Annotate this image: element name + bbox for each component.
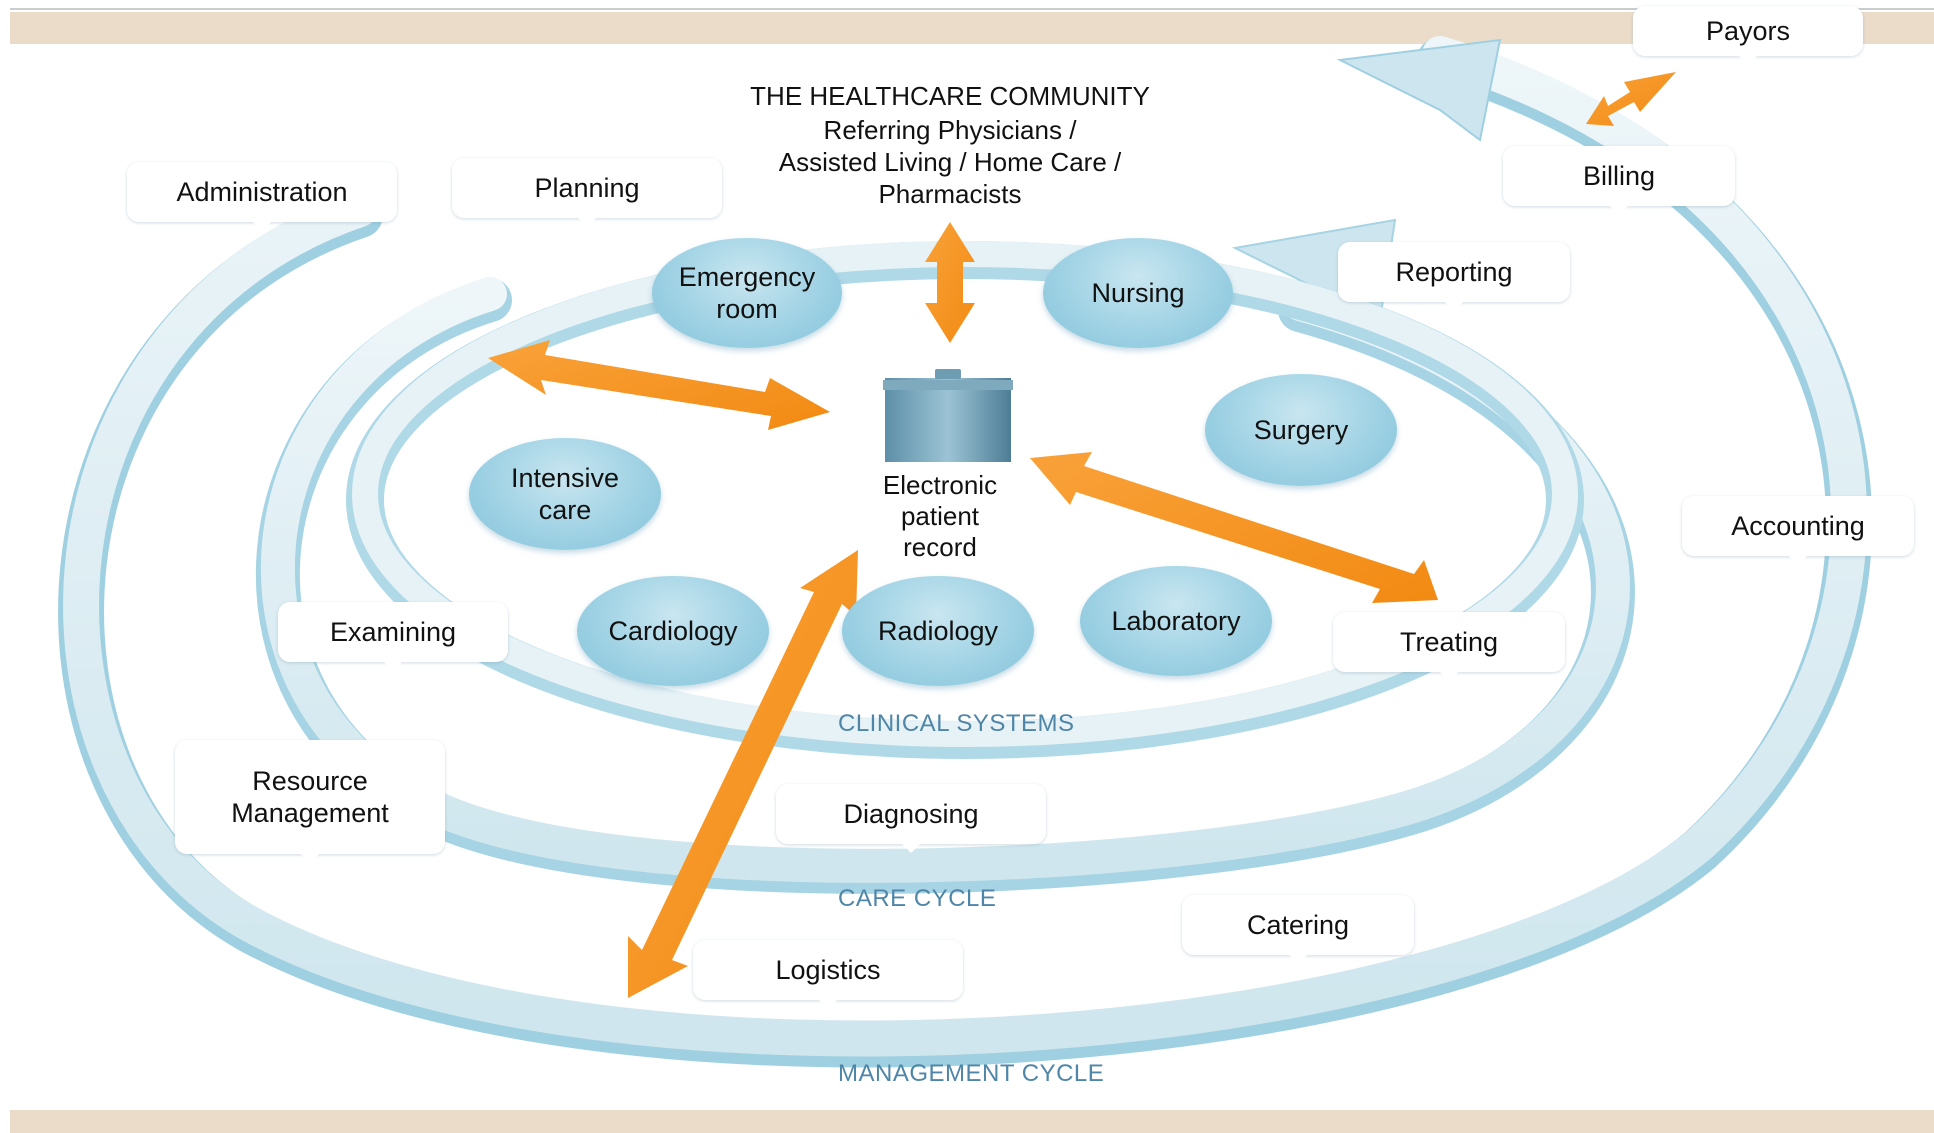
- top-frame-line: [10, 8, 1934, 10]
- emergency-room-node[interactable]: Emergency room: [652, 238, 842, 348]
- catering-box[interactable]: Catering: [1182, 895, 1414, 964]
- record-cube-icon: [883, 369, 1013, 462]
- arrow-left: [488, 340, 830, 430]
- arrow-bottom: [628, 550, 858, 998]
- bottom-band: [10, 1110, 1934, 1133]
- community-title: THE HEALTHCARE COMMUNITY: [750, 81, 1150, 111]
- electronic-patient-record-label: Electronic patient record: [882, 470, 998, 562]
- clinical-systems-label: CLINICAL SYSTEMS: [838, 710, 1075, 737]
- management-cycle-ring: [58, 36, 1873, 1068]
- examining-box[interactable]: Examining: [278, 602, 508, 671]
- logistics-box[interactable]: Logistics: [693, 940, 963, 1009]
- arrow-right: [1030, 452, 1438, 603]
- accounting-box[interactable]: Accounting: [1682, 496, 1914, 565]
- radiology-node[interactable]: Radiology: [842, 576, 1034, 686]
- surgery-node[interactable]: Surgery: [1205, 374, 1397, 486]
- nursing-node[interactable]: Nursing: [1043, 238, 1233, 348]
- billing-box[interactable]: Billing: [1503, 146, 1735, 215]
- payors-box[interactable]: Payors: [1633, 6, 1863, 65]
- planning-box[interactable]: Planning: [452, 158, 722, 227]
- treating-box[interactable]: Treating: [1333, 612, 1565, 681]
- administration-box[interactable]: Administration: [127, 162, 397, 231]
- community-subtitle: Referring Physicians / Assisted Living /…: [778, 115, 1122, 209]
- reporting-box[interactable]: Reporting: [1338, 242, 1570, 311]
- care-cycle-label: CARE CYCLE: [838, 885, 997, 912]
- arrow-community: [925, 222, 975, 343]
- cardiology-node[interactable]: Cardiology: [577, 576, 769, 686]
- arrow-payors: [1586, 72, 1676, 126]
- resource-management-box[interactable]: Resource Management: [175, 740, 445, 863]
- top-band: [10, 12, 1934, 44]
- intensive-care-node[interactable]: Intensive care: [469, 438, 661, 550]
- diagnosing-box[interactable]: Diagnosing: [776, 784, 1046, 853]
- laboratory-node[interactable]: Laboratory: [1080, 566, 1272, 676]
- management-cycle-label: MANAGEMENT CYCLE: [838, 1060, 1105, 1087]
